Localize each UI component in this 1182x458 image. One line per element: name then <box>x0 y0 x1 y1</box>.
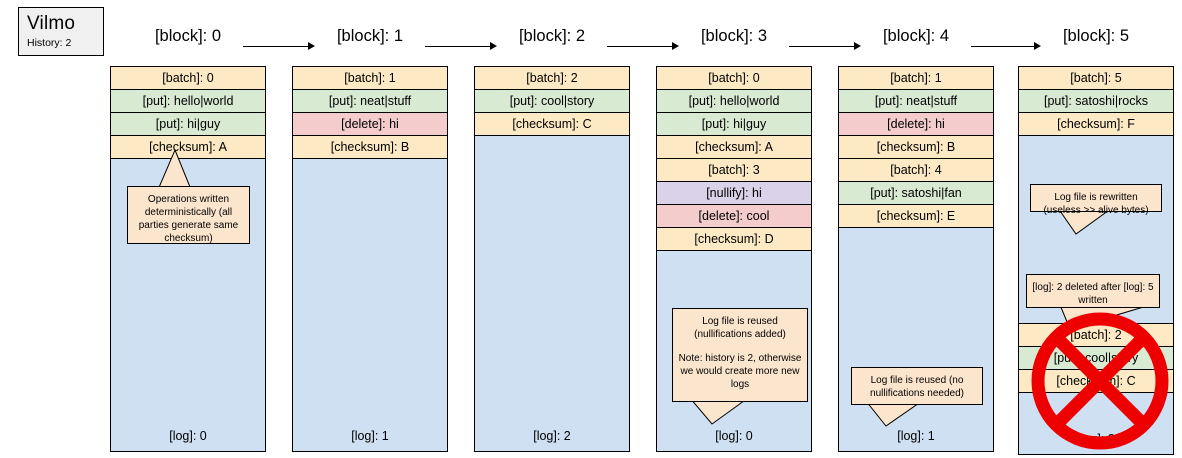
callout-line: Log file is reused (no nullifications ne… <box>870 375 964 399</box>
log-entry: [put]: neat|stuff <box>293 90 447 113</box>
callout-tail-4 <box>864 400 924 427</box>
callout-line: Log file is reused (nullifications added… <box>694 316 786 340</box>
log-entry: [batch]: 4 <box>839 159 993 182</box>
callout-tail-5-deleted <box>1059 304 1151 330</box>
callout-log-reused-no-nullifications: Log file is reused (no nullifications ne… <box>851 367 983 405</box>
log-file-name: [log]: 1 <box>897 429 935 443</box>
log-file-name: [log]: 0 <box>169 429 207 443</box>
chain-arrow-3-to-4 <box>789 42 861 51</box>
log-entry: [put]: hello|world <box>657 90 811 113</box>
block-label-1: [block]: 1 <box>336 27 404 45</box>
log-entry: [delete]: hi <box>293 113 447 136</box>
log-entry: [delete]: cool <box>657 205 811 228</box>
chain-arrow-0-to-1 <box>243 42 315 51</box>
log-file-column-2[interactable]: [batch]: 2 [put]: cool|story [checksum]:… <box>474 66 630 452</box>
app-badge: Vilmo History: 2 <box>18 7 104 56</box>
log-free-space: [log]: 2 <box>475 136 629 451</box>
log-file-name: [log]: 1 <box>351 429 389 443</box>
log-entry: [put]: satoshi|fan <box>839 182 993 205</box>
app-history-label: History: 2 <box>27 37 72 49</box>
chain-arrow-4-to-5 <box>971 42 1041 51</box>
log-file-name: [log]: 2 <box>1077 432 1115 446</box>
block-label-4: [block]: 4 <box>882 27 950 45</box>
log-free-space: [log]: 2 <box>1019 393 1173 454</box>
log-free-space: [log]: 1 <box>839 228 993 451</box>
log-entry: [checksum]: F <box>1019 113 1173 136</box>
log-entry: [checksum]: A <box>111 136 265 159</box>
callout-line: [log]: 2 deleted after [log]: 5 written <box>1032 282 1154 306</box>
log-entry: [delete]: hi <box>839 113 993 136</box>
log-entry: [put]: satoshi|rocks <box>1019 90 1173 113</box>
log-entry: [checksum]: A <box>657 136 811 159</box>
callout-line: Log file is rewritten (useless >> alive … <box>1043 192 1149 216</box>
callout-tail-3 <box>688 397 750 425</box>
log-file-column-0[interactable]: [batch]: 0 [put]: hello|world [put]: hi|… <box>110 66 266 452</box>
callout-log2-deleted: [log]: 2 deleted after [log]: 5 written <box>1026 274 1160 308</box>
log-entry: [batch]: 5 <box>1019 67 1173 90</box>
log-entry: [put]: hi|guy <box>111 113 265 136</box>
callout-deterministic-write: Operations written deterministically (al… <box>127 186 250 244</box>
callout-log-rewritten: Log file is rewritten (useless >> alive … <box>1030 184 1162 216</box>
log-entry: [checksum]: C <box>475 113 629 136</box>
block-label-0: [block]: 0 <box>154 27 222 45</box>
chain-arrow-2-to-3 <box>607 42 679 51</box>
log-entry: [nullify]: hi <box>657 182 811 205</box>
block-label-3: [block]: 3 <box>700 27 768 45</box>
log-entry: [batch]: 1 <box>293 67 447 90</box>
log-entry: [put]: cool|story <box>475 90 629 113</box>
log-entry: [batch]: 1 <box>839 67 993 90</box>
log-entry: [checksum]: E <box>839 205 993 228</box>
callout-line: Note: history is 2, otherwise we would c… <box>678 353 802 390</box>
callout-line: Operations written deterministically (al… <box>138 194 239 244</box>
log-entry: [put]: cool|story <box>1019 347 1173 370</box>
app-title: Vilmo <box>27 13 76 34</box>
log-entry: [checksum]: B <box>839 136 993 159</box>
log-entry: [batch]: 3 <box>657 159 811 182</box>
log-file-column-1[interactable]: [batch]: 1 [put]: neat|stuff [delete]: h… <box>292 66 448 452</box>
log-entry: [put]: hi|guy <box>657 113 811 136</box>
callout-log-reused-nullifications: Log file is reused (nullifications added… <box>672 308 808 402</box>
log-file-name: [log]: 0 <box>715 429 753 443</box>
log-free-space: [log]: 1 <box>293 159 447 451</box>
log-entry: [checksum]: C <box>1019 370 1173 393</box>
log-entry: [checksum]: B <box>293 136 447 159</box>
log-entry: [put]: hello|world <box>111 90 265 113</box>
block-label-2: [block]: 2 <box>518 27 586 45</box>
log-entry: [batch]: 0 <box>111 67 265 90</box>
log-entry: [put]: neat|stuff <box>839 90 993 113</box>
block-label-5: [block]: 5 <box>1062 27 1130 45</box>
log-entry: [batch]: 2 <box>475 67 629 90</box>
log-entry: [batch]: 0 <box>657 67 811 90</box>
log-file-column-5-deleted[interactable]: [batch]: 2 [put]: cool|story [checksum]:… <box>1018 323 1174 455</box>
log-file-name: [log]: 2 <box>533 429 571 443</box>
log-entry: [checksum]: D <box>657 228 811 251</box>
chain-arrow-1-to-2 <box>425 42 497 51</box>
